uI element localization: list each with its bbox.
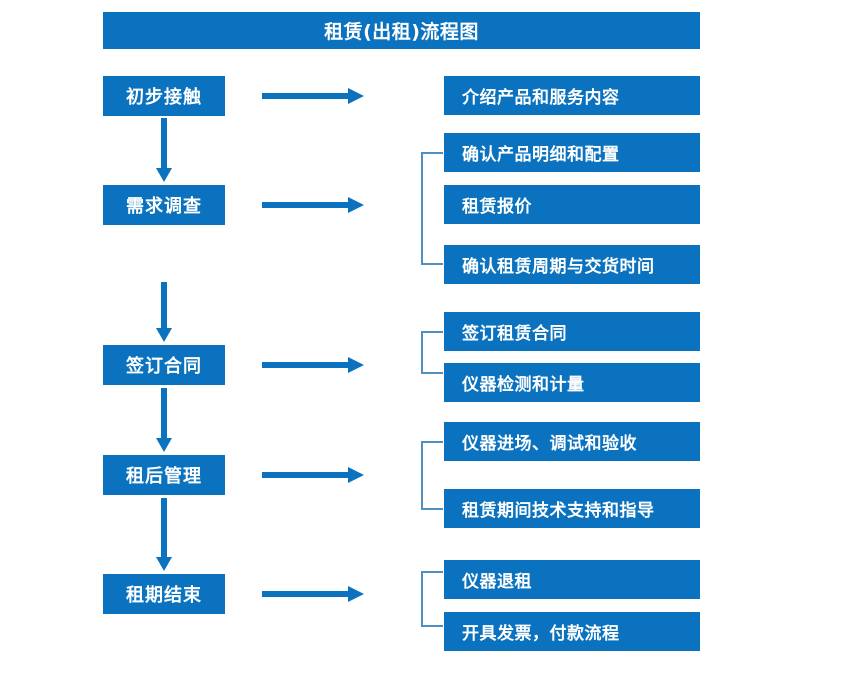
detail-box-instrument-inspection[interactable]: 仪器检测和计量 <box>444 363 700 402</box>
detail-box-introduce-products[interactable]: 介绍产品和服务内容 <box>444 76 700 115</box>
group-bracket-demand-survey <box>421 152 443 265</box>
detail-box-instrument-entry-commissioning[interactable]: 仪器进场、调试和验收 <box>444 422 700 461</box>
right-arrow-icon-2 <box>262 197 364 213</box>
right-arrow-icon-3 <box>262 357 364 373</box>
page-title: 租赁(出租)流程图 <box>103 12 700 49</box>
detail-box-instrument-return[interactable]: 仪器退租 <box>444 560 700 599</box>
detail-box-invoice-payment[interactable]: 开具发票，付款流程 <box>444 612 700 651</box>
group-bracket-lease-end <box>421 571 443 627</box>
right-arrow-icon-4 <box>262 467 364 483</box>
stage-box-initial-contact[interactable]: 初步接触 <box>103 76 225 116</box>
down-arrow-icon-1 <box>156 118 172 182</box>
stage-box-post-rental-management[interactable]: 租后管理 <box>103 455 225 495</box>
stage-box-demand-survey[interactable]: 需求调查 <box>103 185 225 225</box>
detail-box-technical-support[interactable]: 租赁期间技术支持和指导 <box>444 489 700 528</box>
right-arrow-icon-1 <box>262 88 364 104</box>
right-arrow-icon-5 <box>262 586 364 602</box>
detail-box-confirm-product-details[interactable]: 确认产品明细和配置 <box>444 133 700 172</box>
detail-box-rental-quotation[interactable]: 租赁报价 <box>444 185 700 224</box>
down-arrow-icon-3 <box>156 388 172 452</box>
stage-box-lease-end[interactable]: 租期结束 <box>103 574 225 614</box>
group-bracket-sign-contract <box>421 331 443 374</box>
down-arrow-icon-4 <box>156 498 172 571</box>
group-bracket-post-rental <box>421 441 443 510</box>
detail-box-sign-lease-contract[interactable]: 签订租赁合同 <box>444 312 700 351</box>
down-arrow-icon-2 <box>156 282 172 342</box>
stage-box-sign-contract[interactable]: 签订合同 <box>103 345 225 385</box>
detail-box-confirm-lease-period[interactable]: 确认租赁周期与交货时间 <box>444 245 700 284</box>
